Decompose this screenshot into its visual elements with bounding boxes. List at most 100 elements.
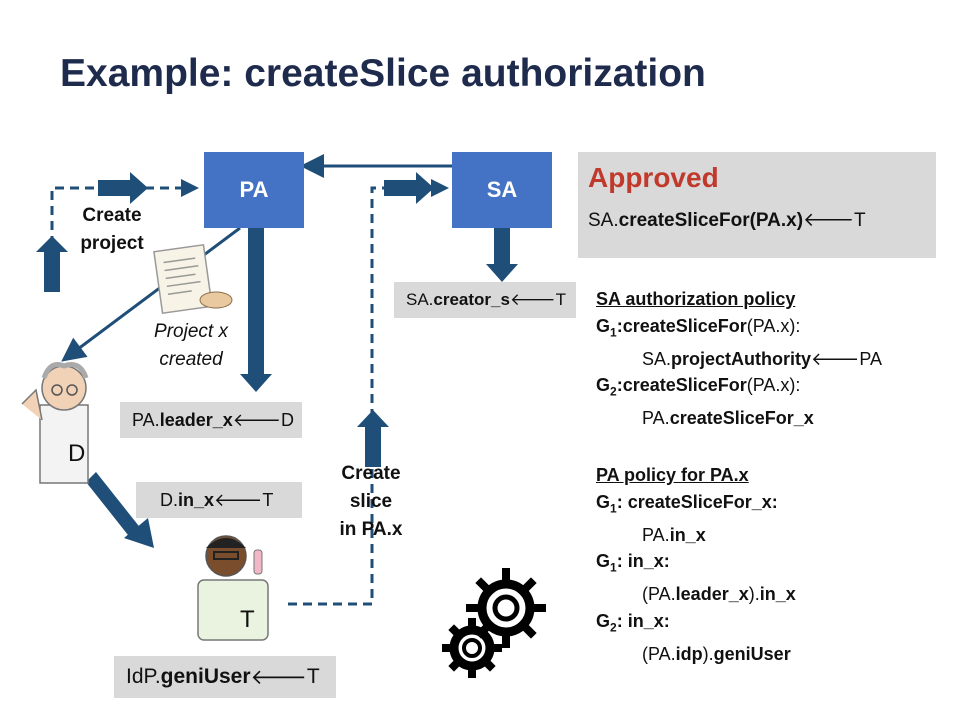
pa-policy-line-5: G2: in_x: — [596, 608, 946, 641]
body-pre: PA. — [642, 408, 670, 429]
g-letter: G — [596, 315, 611, 336]
cred-post: T — [262, 489, 274, 510]
g-letter: G — [596, 491, 611, 512]
body-pre: SA. — [642, 348, 672, 369]
block-arrow-up-left — [36, 236, 68, 292]
g-rest: (PA.x): — [746, 375, 801, 396]
sa-creator-credential: SA.creator_s🡐T — [394, 282, 576, 318]
create-slice-line-2: slice — [349, 491, 393, 512]
pa-policy-line-6: (PA.idp).geniUser — [596, 641, 946, 668]
sa-policy-g2-body: PA.createSliceFor_x — [596, 405, 946, 432]
sa-policy-g2-head: G2:createSliceFor(PA.x): — [596, 372, 946, 405]
g-rest: : createSliceFor_x: — [616, 491, 778, 512]
g-letter: G — [596, 551, 611, 572]
left-arrow-icon: 🡐 — [811, 348, 860, 369]
g-rest: : in_x: — [616, 610, 670, 631]
line-post: ). — [748, 584, 760, 605]
project-created-label: Project x created — [136, 318, 246, 374]
pa-policy-line-3: G1: in_x: — [596, 548, 946, 581]
rule-post: T — [854, 210, 866, 231]
page-title: Example: createSlice authorization — [60, 52, 706, 95]
g-sub: 2 — [610, 384, 617, 399]
line-bold-2: in_x — [759, 584, 796, 605]
rule-bold: createSliceFor(PA.x) — [618, 210, 804, 231]
person-t-icon — [197, 535, 269, 641]
g-sub: 1 — [610, 560, 617, 575]
create-slice-line-1: Create — [341, 463, 401, 484]
pa-leader-credential: PA.leader_x🡐D — [120, 402, 302, 438]
document-icon — [153, 243, 233, 315]
line-pre: (PA. — [642, 643, 676, 664]
g-sub: 2 — [610, 620, 617, 635]
left-arrow-icon: 🡐 — [232, 409, 282, 430]
line-pre: (PA. — [642, 584, 676, 605]
sa-policy-g1-head: G1:createSliceFor(PA.x): — [596, 313, 946, 346]
block-arrow-up-create-slice — [357, 410, 389, 467]
create-project-label: Create project — [62, 202, 162, 258]
person-d-label: D — [68, 440, 86, 467]
line-bold: idp — [675, 643, 703, 664]
gears-icon — [449, 579, 535, 671]
sa-policy-block: SA authorization policy G1:createSliceFo… — [596, 286, 946, 432]
sa-policy-g1-body: SA.projectAuthority🡐PA — [596, 346, 946, 373]
line-bold: in_x — [669, 524, 706, 545]
line-post: ). — [702, 643, 714, 664]
line-pre: PA. — [642, 524, 670, 545]
create-project-line-2: project — [80, 233, 144, 254]
pa-to-d-arrow — [61, 226, 241, 362]
body-bold: projectAuthority — [671, 348, 812, 369]
person-t-label: T — [240, 606, 255, 633]
cred-bold: in_x — [178, 489, 215, 510]
project-created-line-1: Project x — [154, 321, 228, 342]
cred-pre: D. — [160, 489, 178, 510]
left-arrow-icon: 🡐 — [214, 489, 263, 510]
project-created-line-2: created — [159, 349, 223, 370]
body-post: PA — [859, 348, 882, 369]
g-sub: 1 — [610, 501, 617, 516]
block-arrow-right-sa — [384, 172, 434, 204]
create-slice-label: Create slice in PA.x — [316, 460, 426, 544]
g-rest: : in_x: — [616, 551, 670, 572]
pa-node: PA — [204, 152, 304, 228]
cred-post: T — [306, 665, 320, 688]
approved-rule: SA.createSliceFor(PA.x)🡐T — [588, 208, 866, 232]
g-sub: 1 — [610, 325, 617, 340]
g-rest: (PA.x): — [746, 315, 801, 336]
pa-policy-line-1: G1: createSliceFor_x: — [596, 489, 946, 522]
sa-node: SA — [452, 152, 552, 228]
line-bold-2: geniUser — [713, 643, 791, 664]
pa-policy-line-4: (PA.leader_x).in_x — [596, 581, 946, 608]
rule-pre: SA. — [588, 210, 619, 231]
block-arrow-down-pa — [240, 228, 272, 392]
cred-post: D — [281, 409, 295, 430]
g-letter: G — [596, 610, 611, 631]
cred-pre: PA. — [132, 409, 160, 430]
idp-geniuser-credential: IdP.geniUser🡐T — [114, 656, 336, 698]
left-arrow-icon: 🡐 — [250, 665, 307, 689]
cred-pre: SA. — [406, 290, 434, 309]
cred-post: T — [555, 290, 566, 309]
left-arrow-icon: 🡐 — [509, 290, 556, 309]
pa-policy-line-2: PA.in_x — [596, 522, 946, 549]
g-letter: G — [596, 375, 611, 396]
d-in-credential: D.in_x🡐T — [136, 482, 302, 518]
pa-policy-heading: PA policy for PA.x — [596, 465, 749, 485]
person-d-icon — [21, 362, 89, 484]
cred-pre: IdP. — [126, 665, 161, 688]
create-slice-line-3: in PA.x — [339, 519, 403, 540]
pa-policy-block: PA policy for PA.x G1: createSliceFor_x:… — [596, 462, 946, 667]
create-project-line-1: Create — [82, 205, 142, 226]
cred-bold: leader_x — [159, 409, 233, 430]
g-rest-bold: :createSliceFor — [616, 315, 747, 336]
block-arrow-down-sa — [486, 228, 518, 282]
create-slice-dashed-line — [288, 179, 449, 606]
approved-heading: Approved — [588, 162, 719, 193]
cred-bold: creator_s — [433, 290, 510, 309]
sa-policy-heading: SA authorization policy — [596, 289, 796, 309]
left-arrow-icon: 🡐 — [803, 210, 855, 231]
d-to-t-arrow — [86, 472, 154, 548]
cred-bold: geniUser — [160, 665, 251, 688]
gears-teeth-icon — [442, 568, 546, 678]
g-rest-bold: :createSliceFor — [616, 375, 747, 396]
